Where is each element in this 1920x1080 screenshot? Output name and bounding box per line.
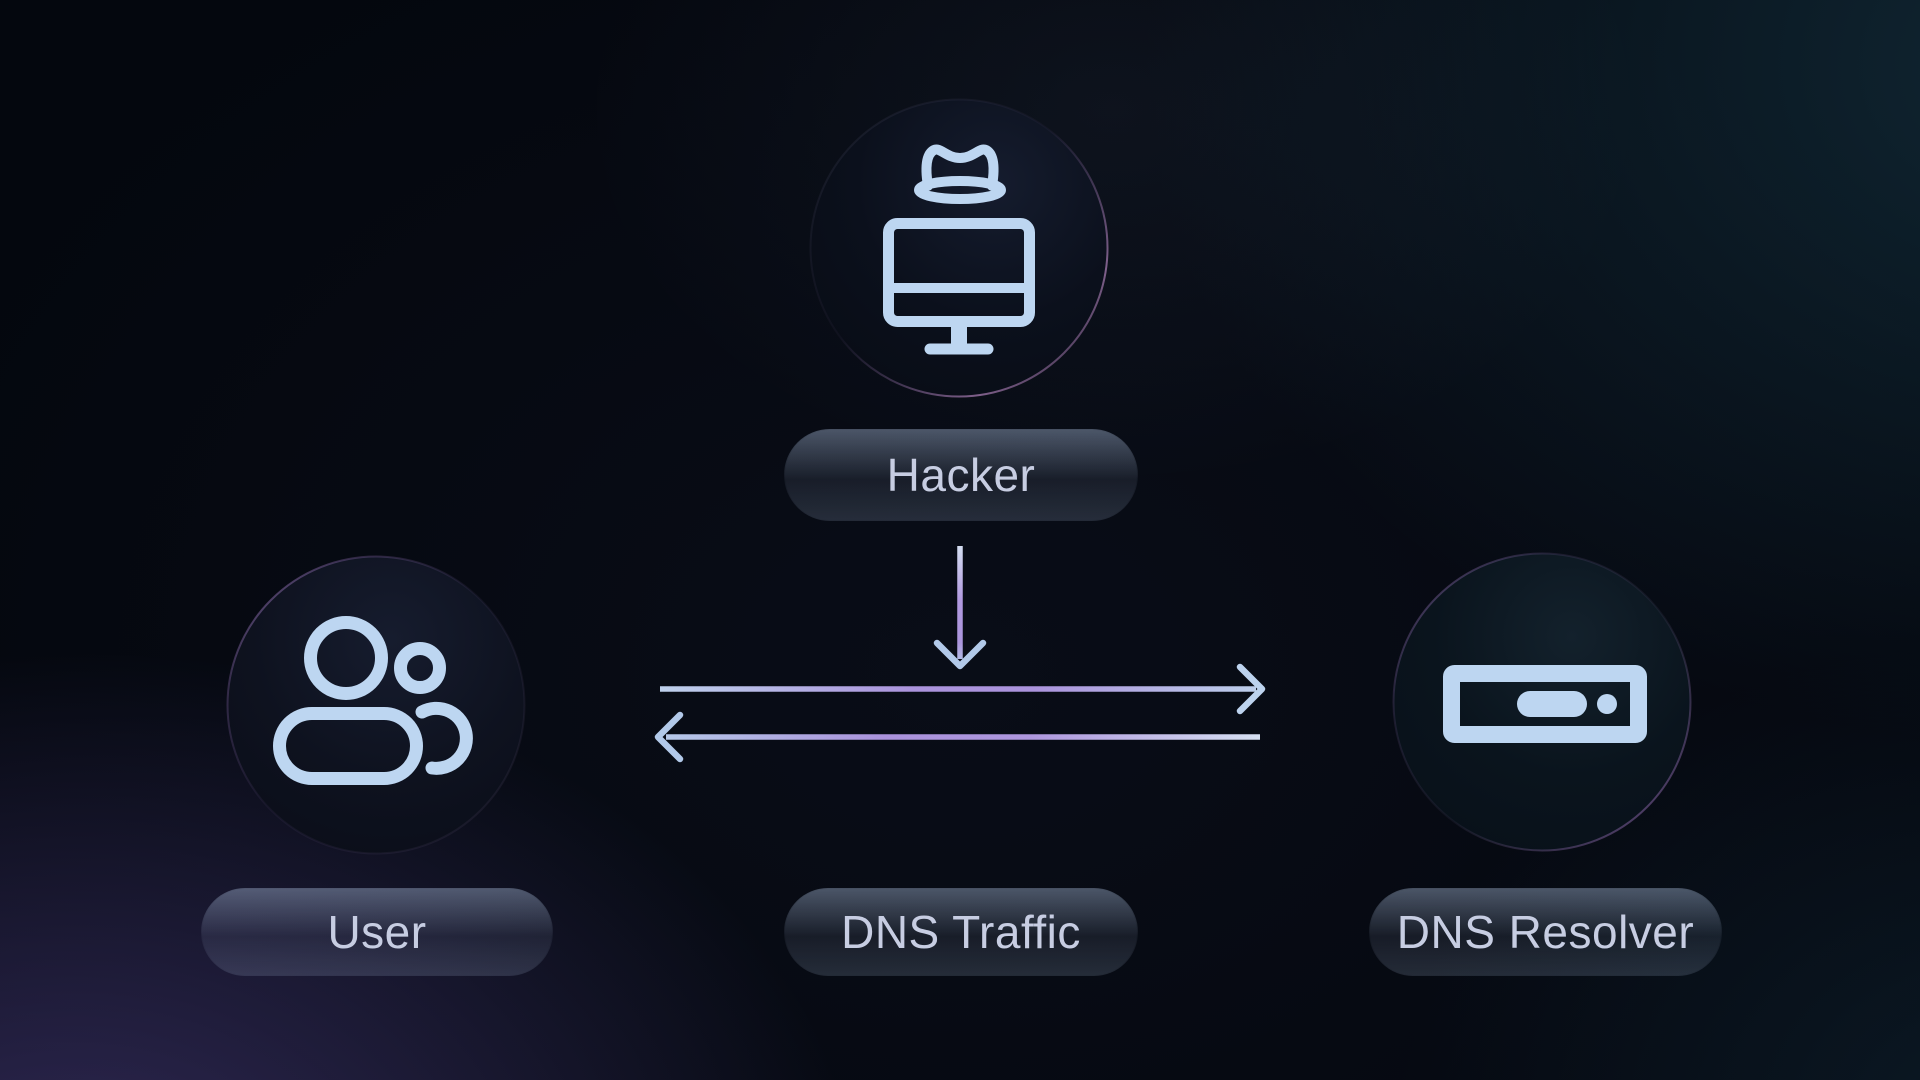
hacker-label: Hacker: [784, 429, 1138, 521]
second-user-head: [394, 642, 446, 694]
dns-resolver-label-text: DNS Resolver: [1396, 906, 1695, 958]
dns-traffic-label: DNS Traffic: [784, 888, 1138, 976]
user-circle: [226, 555, 526, 855]
monitor-screen: [883, 218, 1035, 327]
user-label-text: User: [327, 906, 427, 958]
user-label: User: [201, 888, 553, 976]
arrow-left: [654, 711, 1260, 763]
arrow-left-head: [654, 711, 684, 763]
server-chassis: [1443, 665, 1647, 743]
hacker-label-text: Hacker: [886, 449, 1036, 501]
user-node: [226, 555, 526, 855]
hat-crown: [921, 144, 999, 191]
server-slot: [1517, 691, 1587, 717]
hacker-node: [809, 98, 1109, 398]
user-body: [273, 707, 423, 785]
arrow-right-head: [1236, 663, 1266, 715]
dns-resolver-node: [1392, 552, 1692, 852]
arrow-right: [660, 663, 1266, 715]
server-icon: [1443, 665, 1647, 743]
hacker-computer-icon: [883, 144, 1035, 355]
dns-traffic-label-text: DNS Traffic: [841, 906, 1081, 958]
dns-resolver-label: DNS Resolver: [1369, 888, 1722, 976]
second-user-body: [415, 701, 473, 775]
hacker-circle: [809, 98, 1109, 398]
users-icon: [273, 616, 473, 785]
arrow-down: [933, 546, 987, 670]
hat-brim: [914, 176, 1006, 204]
server-led: [1597, 694, 1617, 714]
user-head: [304, 616, 388, 700]
arrow-down-head: [933, 639, 987, 670]
